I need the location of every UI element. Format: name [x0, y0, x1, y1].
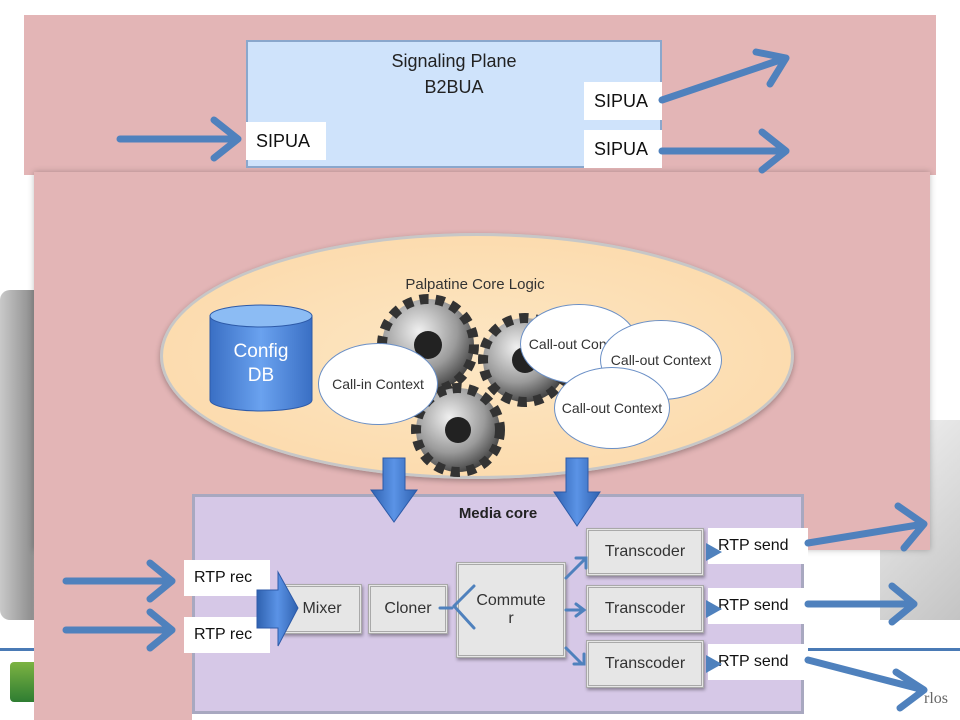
- core-logic-title: Palpatine Core Logic: [405, 276, 545, 293]
- rtp-send-label-1: RTP send: [708, 528, 808, 564]
- merge-arrow-icon: [256, 570, 299, 647]
- sipua-right-bottom-label: SIPUA: [584, 130, 662, 168]
- call-in-context-bubble: Call-in Context: [318, 343, 438, 425]
- arrow-icon: [658, 128, 790, 174]
- arrow-icon: [564, 602, 587, 618]
- signaling-plane-title: Signaling Plane B2BUA: [246, 48, 662, 100]
- signaling-subtitle-line: B2BUA: [424, 77, 484, 97]
- rtp-send-label-3: RTP send: [708, 644, 808, 680]
- config-db-label: Config DB: [208, 340, 314, 388]
- cloner-block: Cloner: [368, 584, 448, 634]
- arrow-icon: [804, 656, 928, 712]
- transcoder-block-1: Transcoder: [586, 528, 704, 576]
- gear-icon: [411, 383, 505, 477]
- transcoder-block-3: Transcoder: [586, 640, 704, 688]
- arrow-icon: [804, 502, 928, 552]
- arrow-icon: [564, 556, 588, 580]
- commuter-line1: Commute: [476, 592, 546, 609]
- arrow-icon: [564, 646, 586, 666]
- down-arrow-icon: [553, 457, 601, 527]
- arrow-icon: [62, 559, 176, 603]
- arrow-icon: [804, 582, 918, 626]
- sipua-left-label: SIPUA: [246, 122, 326, 160]
- footer-text: rlos: [924, 690, 948, 707]
- config-db-line2: DB: [247, 365, 275, 386]
- arrow-icon: [706, 655, 722, 673]
- rtp-rec-label-2: RTP rec: [184, 617, 270, 653]
- arrow-icon: [438, 584, 476, 630]
- config-db-line1: Config: [233, 341, 289, 362]
- arrow-icon: [116, 116, 242, 162]
- down-arrow-icon: [370, 457, 418, 523]
- arrow-icon: [62, 608, 176, 652]
- arrow-icon: [706, 600, 722, 618]
- arrow-icon: [658, 48, 790, 104]
- sipua-right-top-label: SIPUA: [584, 82, 662, 120]
- signaling-title-line: Signaling Plane: [391, 51, 517, 71]
- call-out-context-bubble-3: Call-out Context: [554, 367, 670, 449]
- commuter-line2: r: [508, 610, 514, 627]
- database-icon: [209, 304, 313, 412]
- transcoder-block-2: Transcoder: [586, 585, 704, 633]
- rtp-rec-label-1: RTP rec: [184, 560, 270, 596]
- commuter-block: Commute r: [456, 562, 566, 658]
- rtp-send-label-2: RTP send: [708, 588, 808, 624]
- media-core-title: Media core: [458, 505, 538, 522]
- arrow-icon: [706, 543, 722, 561]
